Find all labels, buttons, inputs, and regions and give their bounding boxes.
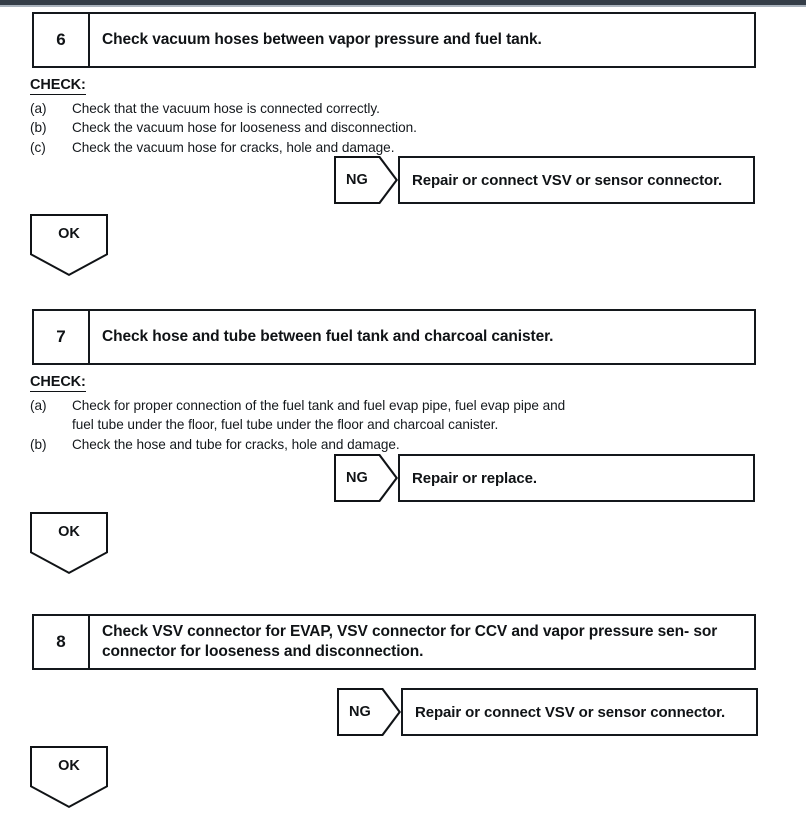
- scan-edge-artifact-top-fade: [0, 5, 806, 7]
- ng-label-6: NG: [346, 172, 368, 188]
- check-item: (a) Check that the vacuum hose is connec…: [30, 99, 530, 118]
- ng-chevron-8: NG: [337, 688, 401, 736]
- step-number-8: 8: [34, 616, 90, 668]
- ok-shape-7: OK: [30, 512, 108, 574]
- check-item-marker: (b): [30, 120, 47, 136]
- check-label-7: CHECK:: [30, 374, 86, 392]
- check-item-text: Check that the vacuum hose is connected …: [72, 100, 380, 116]
- check-item-text: Check the hose and tube for cracks, hole…: [72, 436, 400, 452]
- step-box-8: 8 Check VSV connector for EVAP, VSV conn…: [32, 614, 756, 670]
- ng-label-7: NG: [346, 470, 368, 486]
- check-item-marker: (c): [30, 140, 46, 156]
- check-item-marker: (a): [30, 100, 47, 116]
- check-item: (b) Check the hose and tube for cracks, …: [30, 435, 690, 454]
- check-item: (b) Check the vacuum hose for looseness …: [30, 118, 530, 137]
- step-title-7: Check hose and tube between fuel tank an…: [102, 328, 554, 346]
- ok-shape-6: OK: [30, 214, 108, 276]
- check-block-6: CHECK: (a) Check that the vacuum hose is…: [30, 76, 530, 158]
- check-item-text: Check the vacuum hose for looseness and …: [72, 120, 417, 136]
- check-item-text: Check the vacuum hose for cracks, hole a…: [72, 140, 395, 156]
- ng-chevron-6: NG: [334, 156, 398, 204]
- check-block-7: CHECK: (a) Check for proper connection o…: [30, 373, 690, 454]
- check-list-6: (a) Check that the vacuum hose is connec…: [30, 99, 530, 158]
- ng-action-box-6: Repair or connect VSV or sensor connecto…: [398, 156, 755, 204]
- scan-edge-artifact-top: [0, 0, 806, 5]
- check-label-6: CHECK:: [30, 77, 86, 95]
- ng-branch-6: NG Repair or connect VSV or sensor conne…: [334, 156, 755, 204]
- ng-branch-7: NG Repair or replace.: [334, 454, 755, 502]
- ok-shape-fill: [32, 514, 106, 572]
- check-item-marker: (b): [30, 436, 47, 452]
- step-box-7: 7 Check hose and tube between fuel tank …: [32, 309, 756, 365]
- check-item-line-1: Check for proper connection of the fuel …: [72, 397, 566, 413]
- step-title-8: Check VSV connector for EVAP, VSV connec…: [90, 616, 754, 668]
- check-item-marker: (a): [30, 397, 47, 413]
- step-box-6: 6 Check vacuum hoses between vapor press…: [32, 12, 756, 68]
- check-item: (c) Check the vacuum hose for cracks, ho…: [30, 138, 530, 157]
- ng-label-8: NG: [349, 704, 371, 720]
- ng-action-box-7: Repair or replace.: [398, 454, 755, 502]
- step-number-7: 7: [34, 311, 90, 363]
- ng-chevron-7: NG: [334, 454, 398, 502]
- ng-action-box-8: Repair or connect VSV or sensor connecto…: [401, 688, 758, 736]
- ok-label-7: OK: [58, 524, 80, 540]
- ok-label-8: OK: [58, 758, 80, 774]
- step-title-8-line-2: sor connector for looseness and disconne…: [102, 623, 718, 660]
- ok-label-6: OK: [58, 226, 80, 242]
- ok-shape-8: OK: [30, 746, 108, 808]
- ok-shape-fill: [32, 748, 106, 806]
- step-number-6: 6: [34, 14, 90, 66]
- check-item-text: Check for proper connection of the fuel …: [72, 396, 690, 435]
- check-list-7: (a) Check for proper connection of the f…: [30, 396, 690, 454]
- ok-shape-fill: [32, 216, 106, 274]
- ng-branch-8: NG Repair or connect VSV or sensor conne…: [337, 688, 758, 736]
- step-title-6: Check vacuum hoses between vapor pressur…: [102, 31, 542, 49]
- check-item-line-2: fuel tube under the floor, fuel tube und…: [72, 416, 499, 432]
- check-item: (a) Check for proper connection of the f…: [30, 396, 690, 435]
- step-title-8-line-1: Check VSV connector for EVAP, VSV connec…: [102, 623, 690, 641]
